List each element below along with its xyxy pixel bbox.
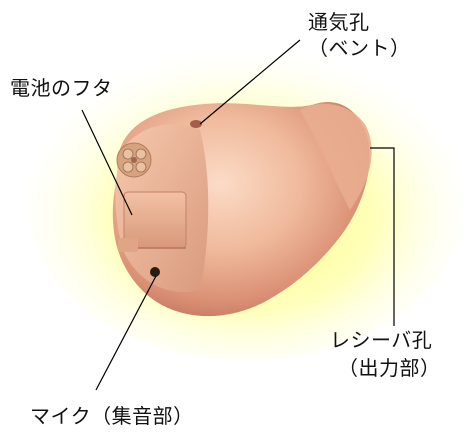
battery-cover-label: 電池のフタ: [10, 76, 113, 100]
receiver-label-note: （出力部）: [338, 356, 441, 380]
battery-door-hinge: [118, 238, 138, 252]
microphone-label: マイク（集音部）: [30, 404, 194, 428]
vent-label-note: （ベント）: [308, 36, 411, 60]
volume-wheel-dot: [123, 149, 133, 159]
volume-wheel-dot: [136, 162, 146, 172]
vent-label: 通気孔: [308, 10, 370, 34]
receiver-label: レシーバ孔: [330, 328, 432, 352]
volume-wheel-dot: [136, 149, 146, 159]
volume-wheel-center: [131, 157, 137, 163]
microphone-hole: [150, 267, 160, 277]
volume-wheel-dot: [123, 162, 133, 172]
